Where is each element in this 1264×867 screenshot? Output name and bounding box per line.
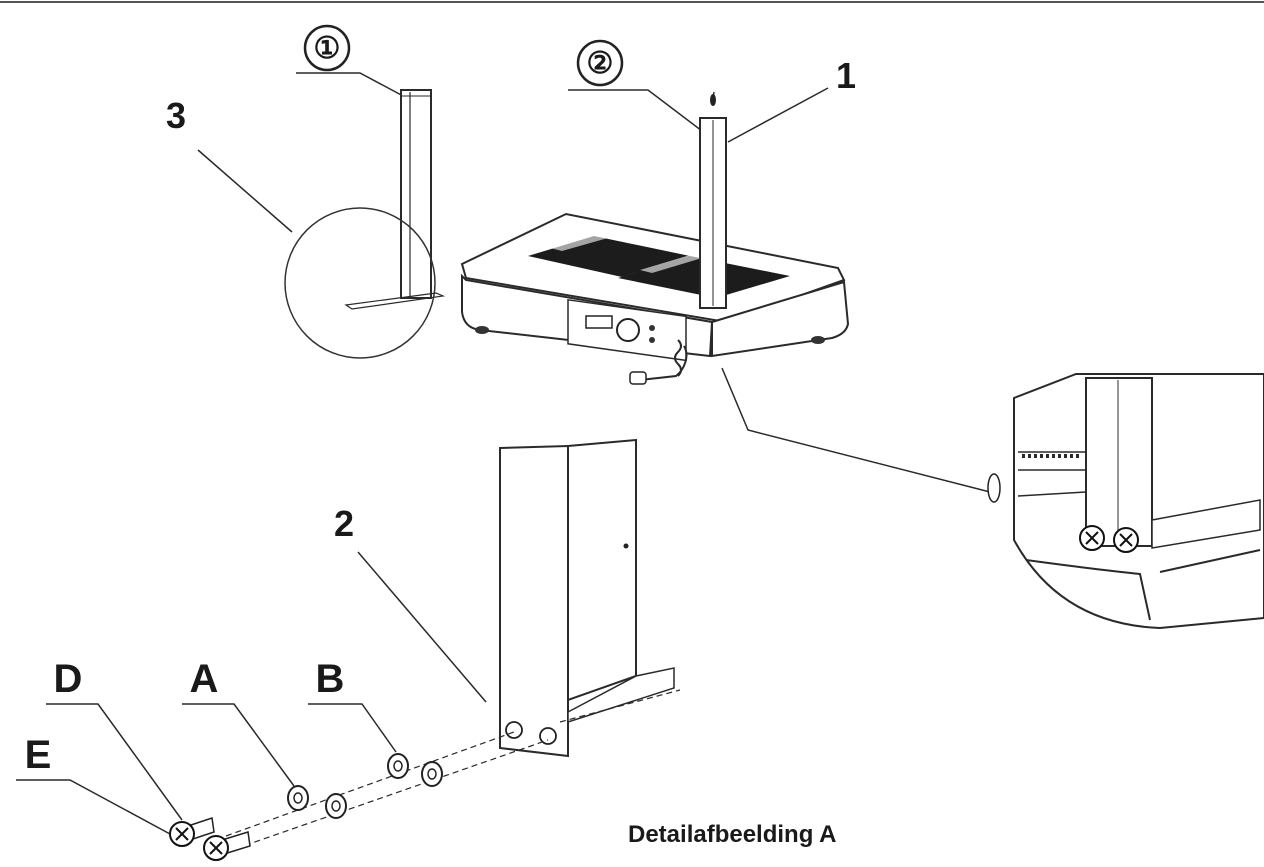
callout-circled-2-label: ②: [587, 47, 614, 80]
magnifier-circle: [284, 207, 436, 359]
callout-E: E: [16, 733, 171, 835]
callout-D: D: [46, 657, 183, 821]
axis-line-lower: [225, 739, 549, 853]
callout-circled-1: ①: [296, 24, 406, 98]
detail-screw: [1079, 525, 1105, 551]
callout-A: A: [182, 657, 295, 787]
callout-B-label: B: [316, 657, 345, 701]
washer-a: [325, 793, 347, 819]
callout-A-label: A: [190, 657, 219, 701]
callout-B: B: [308, 657, 397, 753]
control-knob: [616, 318, 640, 342]
washer-a: [287, 785, 309, 811]
leg-bracket: [499, 438, 675, 758]
washer-b: [421, 761, 443, 787]
callout-3-label: 3: [166, 95, 186, 136]
callout-3: 3: [166, 95, 436, 359]
detail-a-view: [987, 373, 1264, 630]
screw-d: [203, 831, 251, 861]
callout-1: 1: [727, 55, 856, 143]
detail-a-leader: [721, 367, 991, 493]
detail-screw: [1113, 527, 1139, 553]
callout-circled-1-label: ①: [314, 32, 341, 65]
callout-2-label: 2: [334, 503, 354, 544]
callout-D-label: D: [54, 657, 83, 701]
washer-b: [387, 753, 409, 779]
cooking-unit: [460, 212, 850, 385]
display-window: [585, 315, 613, 329]
callout-circled-2: ②: [568, 39, 707, 135]
axis-line-upper: [225, 731, 515, 837]
callout-E-label: E: [25, 733, 52, 777]
detail-caption: Detailafbeelding A: [628, 821, 836, 848]
left-post: [344, 89, 446, 310]
callout-2: 2: [334, 503, 487, 703]
callout-1-label: 1: [836, 55, 856, 96]
screw-e: [169, 817, 215, 847]
right-post: [699, 91, 727, 309]
